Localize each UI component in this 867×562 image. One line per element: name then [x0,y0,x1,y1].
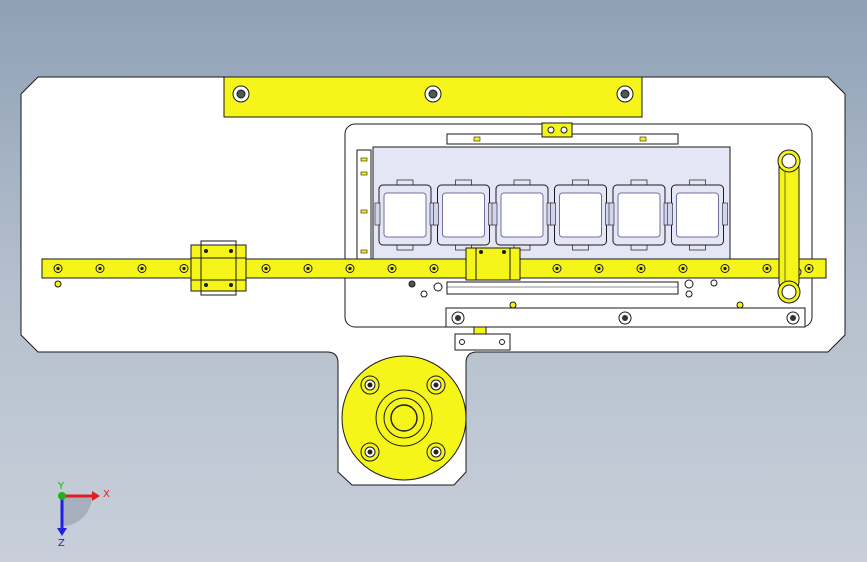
lower-guide-strip[interactable] [446,281,679,295]
pocket-cell-icon[interactable] [550,179,611,251]
round-flange-icon[interactable] [341,355,467,481]
pocket-cell-icon[interactable] [608,179,670,251]
rail-hole-center [182,266,186,271]
rail-hole-center [555,266,559,271]
pocket-cells [374,179,728,251]
axis-x-label: X [103,489,110,500]
lower-clamp[interactable] [454,326,511,351]
rail-hole-center [140,266,144,271]
rail-hole-center [432,266,436,271]
rail-holes [53,264,814,273]
pocket-cell-icon[interactable] [374,179,436,251]
axis-z-label: Z [58,538,65,549]
rail-hole-center [681,266,685,271]
pocket-cell-icon[interactable] [667,179,728,251]
rail-hole-center [723,266,727,271]
rail-hole-center [390,266,394,271]
bolt-head-icon [786,311,800,325]
rail-hole-center [807,266,811,271]
bolt-head-icon [618,311,632,325]
rail-hole-center [765,266,769,271]
vertical-tube[interactable] [777,149,801,304]
axis-y-label: Y [57,481,65,492]
bolt-head-icon [451,311,465,325]
rail-hole-center [348,266,352,271]
strip-hole [639,136,647,142]
loose-hardware [54,267,802,309]
pocket-cell-icon[interactable] [433,179,494,251]
rail-hole-center [264,266,268,271]
bolt-head-icon [616,85,634,103]
center-slider-block[interactable] [465,247,521,281]
bolt-head-icon [424,85,442,103]
coordinate-triad-icon: X Y Z [57,481,110,549]
bottom-strip-bolts [451,311,800,325]
top-bracket-bolts [232,85,634,103]
flange-bolts [360,375,446,462]
bolt-head-icon [232,85,250,103]
rail-hole-center [597,266,601,271]
rail-hole-center [56,266,60,271]
pocket-cell-icon[interactable] [491,179,553,251]
rail-hole-center [98,266,102,271]
rail-hole-center [639,266,643,271]
carriage-block-icon[interactable] [190,240,247,296]
side-bar-marks [360,157,368,254]
strip-hole [473,136,481,142]
rail-hole-center [306,266,310,271]
clamp-bolt [547,126,555,134]
clamp-bolt [560,126,568,134]
upper-guide-clamp[interactable] [541,122,573,138]
